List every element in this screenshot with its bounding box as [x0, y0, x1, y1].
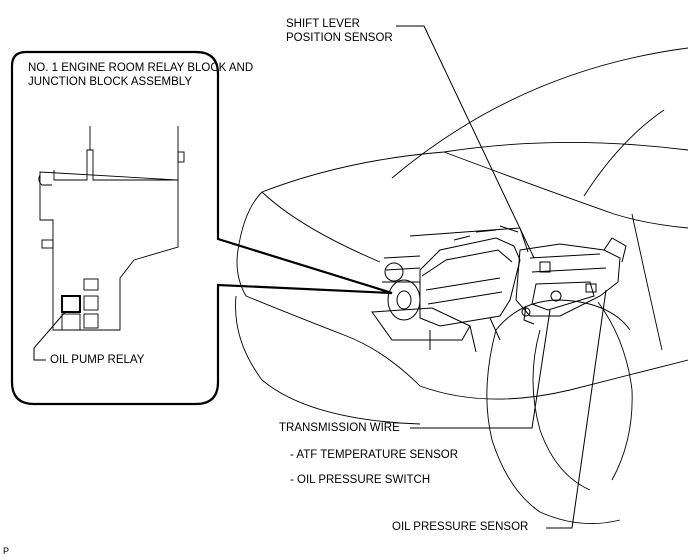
shift-lever-label-line1: SHIFT LEVER — [286, 18, 360, 30]
relay-block-title-line1: NO. 1 ENGINE ROOM RELAY BLOCK AND — [28, 62, 254, 74]
transmission-wire-label: TRANSMISSION WIRE — [279, 422, 400, 434]
oil-pump-relay-leader — [33, 310, 67, 361]
shift-lever-leader — [396, 25, 535, 259]
transmission-assembly — [515, 237, 627, 325]
atf-temperature-sensor-label: - ATF TEMPERATURE SENSOR — [290, 449, 459, 461]
oil-pressure-switch-label: - OIL PRESSURE SWITCH — [290, 474, 431, 486]
vehicle-body-outline — [235, 47, 688, 524]
oil-pump-relay-label: OIL PUMP RELAY — [50, 354, 145, 366]
engine-assembly — [371, 225, 529, 353]
figure-mark: P — [3, 546, 10, 556]
relay-block-drawing — [38, 126, 185, 331]
oil-pressure-sensor-label: OIL PRESSURE SENSOR — [392, 521, 529, 533]
transmission-wire-leader — [410, 309, 551, 429]
shift-lever-label-line2: POSITION SENSOR — [286, 32, 393, 44]
relay-block-inset-frame — [10, 50, 393, 406]
oil-pressure-sensor-leader — [546, 289, 607, 529]
relay-block-title-line2: JUNCTION BLOCK ASSEMBLY — [28, 76, 193, 88]
